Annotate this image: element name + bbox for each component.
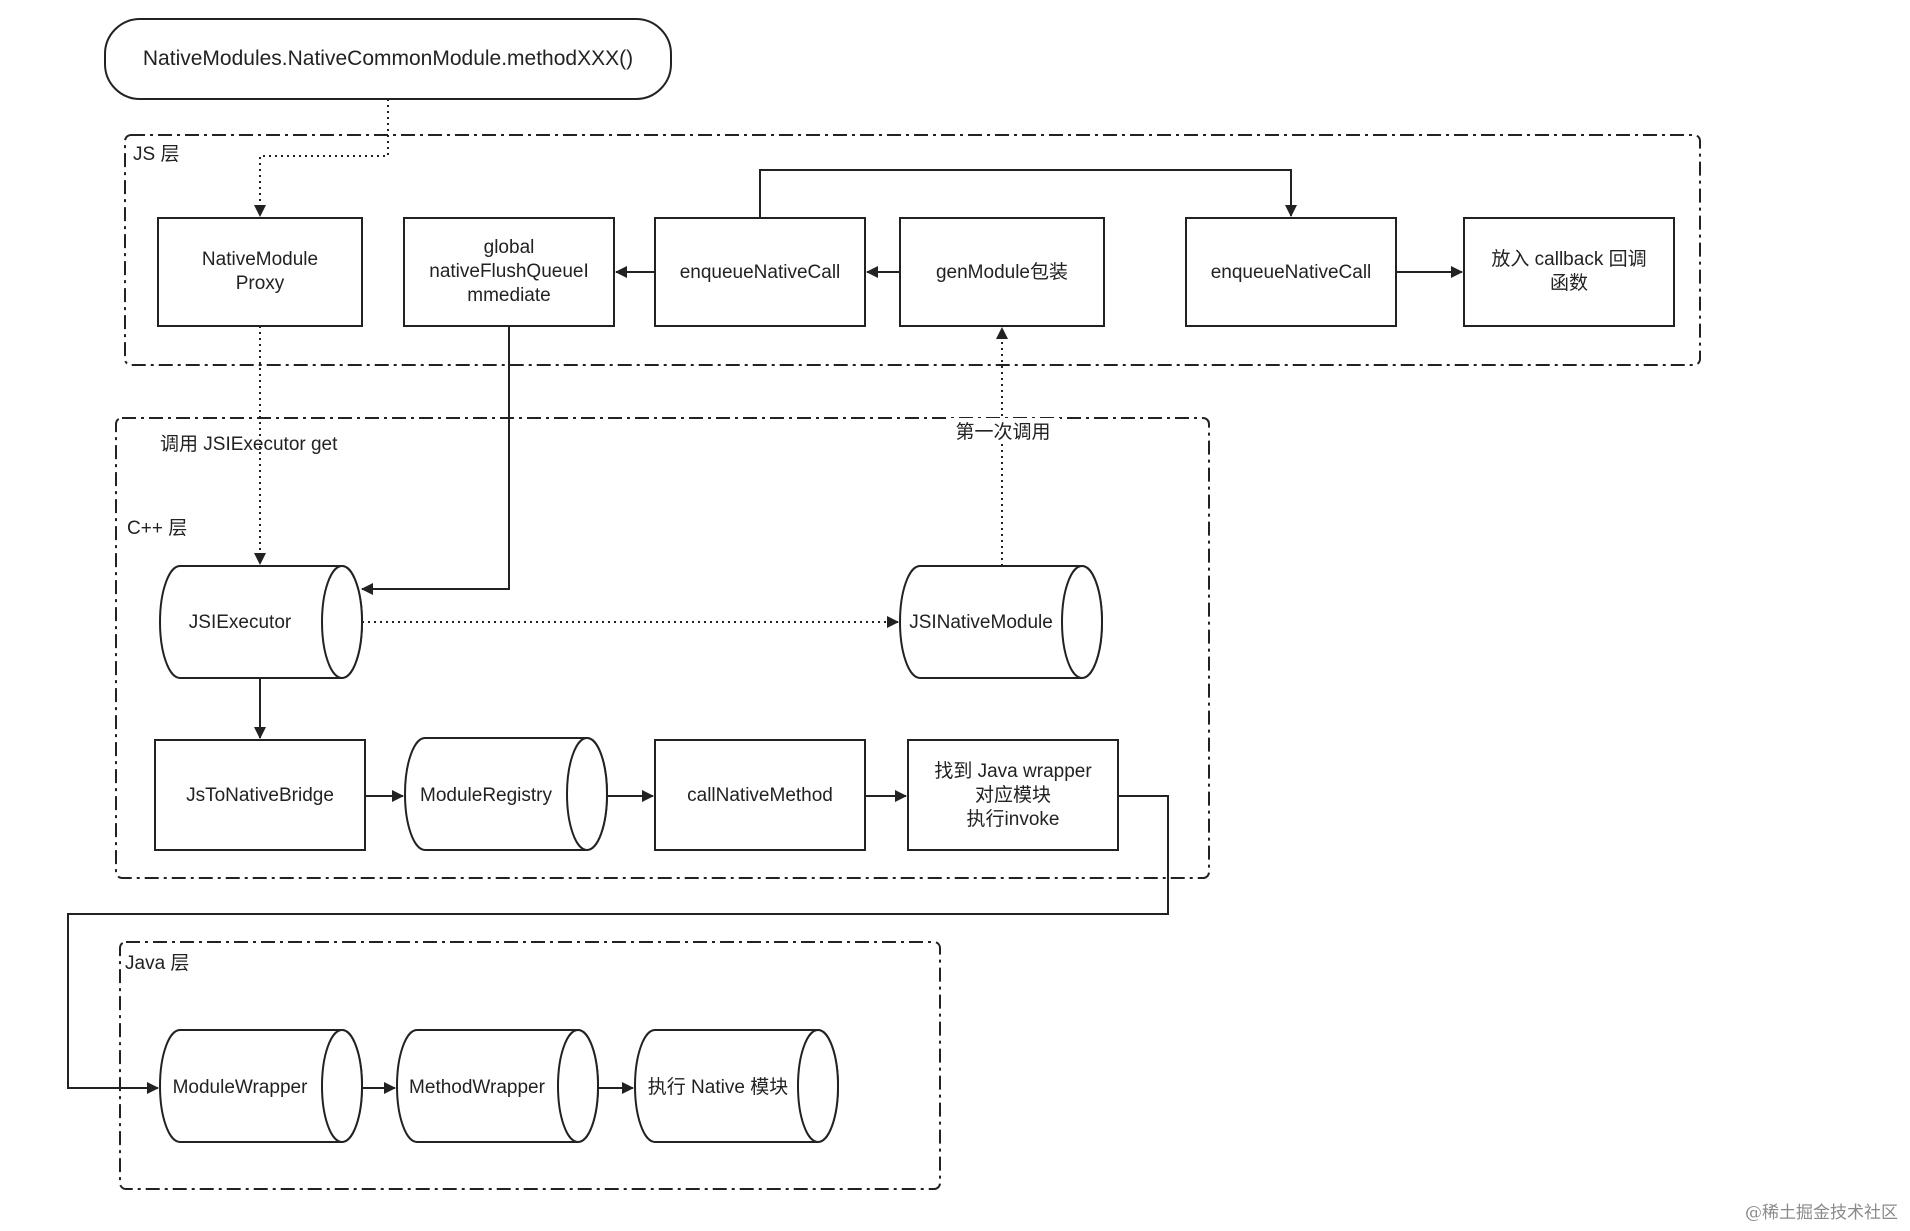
native-module-proxy-node: NativeModule Proxy: [157, 217, 363, 327]
enqueue-native-call-box-1: [654, 217, 866, 327]
call-native-method-label: callNativeMethod: [687, 785, 833, 806]
gen-module-label: genModule包装: [936, 261, 1068, 283]
java-layer-frame: [119, 941, 941, 1190]
global-flush-label-3: mmediate: [467, 285, 550, 306]
enqueue-native-call-box-2: [1185, 217, 1397, 327]
edge-find-java-wrapper-to-module-wrapper: [67, 795, 1169, 1094]
callback-label-1: 放入 callback 回调: [1491, 248, 1646, 270]
find-java-wrapper-node: 找到 Java wrapper 对应模块 执行invoke: [907, 739, 1119, 851]
js-layer-label: JS 层: [133, 144, 179, 165]
module-registry-label: ModuleRegistry: [420, 785, 552, 806]
jsi-native-module-label: JSINativeModule: [909, 612, 1053, 633]
module-registry-cap: [566, 737, 608, 851]
js-to-native-bridge-label: JsToNativeBridge: [186, 785, 334, 806]
cpp-layer-label: C++ 层: [127, 518, 187, 539]
watermark: @稀土掘金技术社区: [1745, 1203, 1898, 1223]
js-layer-frame: [124, 134, 1701, 366]
gen-module-node: genModule包装: [899, 217, 1105, 327]
edge-enqueue-to-enqueue-2: [759, 169, 1297, 218]
cpp-layer-caption: 调用 JSIExecutor get: [160, 433, 338, 455]
jsi-native-module-node: JSINativeModule: [899, 565, 1103, 679]
module-wrapper-cap: [321, 1029, 363, 1143]
callback-node: 放入 callback 回调 函数: [1463, 217, 1675, 327]
edges: [67, 99, 1463, 1094]
edge-start-to-proxy: [254, 99, 389, 217]
cpp-layer: 调用 JSIExecutor get C++ 层: [115, 417, 1210, 879]
method-wrapper-cap: [557, 1029, 599, 1143]
enqueue-native-call-node-1: enqueueNativeCall: [654, 217, 866, 327]
find-java-wrapper-label-1: 找到 Java wrapper: [934, 760, 1092, 782]
call-native-method-node: callNativeMethod: [654, 739, 866, 851]
js-layer: JS 层: [124, 134, 1701, 366]
edge-global-flush-to-jsi-executor: [361, 326, 510, 595]
js-to-native-bridge-node: JsToNativeBridge: [154, 739, 366, 851]
method-wrapper-label: MethodWrapper: [409, 1077, 546, 1098]
native-module-proxy-label-2: Proxy: [236, 273, 285, 294]
find-java-wrapper-label-3: 执行invoke: [967, 808, 1060, 830]
module-registry-node: ModuleRegistry: [404, 737, 608, 851]
find-java-wrapper-box: [907, 739, 1119, 851]
native-module-proxy-box: [157, 217, 363, 327]
method-wrapper-node: MethodWrapper: [396, 1029, 599, 1143]
global-flush-label-2: nativeFlushQueueI: [429, 261, 589, 282]
exec-native-label: 执行 Native 模块: [648, 1076, 788, 1098]
find-java-wrapper-label-2: 对应模块: [975, 784, 1051, 806]
jsi-executor-label: JSIExecutor: [189, 612, 292, 633]
start-node: NativeModules.NativeCommonModule.methodX…: [104, 18, 672, 100]
module-wrapper-node: ModuleWrapper: [159, 1029, 363, 1143]
java-layer: Java 层: [119, 941, 941, 1190]
exec-native-cap: [797, 1029, 839, 1143]
module-wrapper-label: ModuleWrapper: [173, 1077, 309, 1098]
start-node-label: NativeModules.NativeCommonModule.methodX…: [143, 47, 633, 70]
callback-box: [1463, 217, 1675, 327]
cpp-layer-frame: [115, 417, 1210, 879]
enqueue-native-call-label-2: enqueueNativeCall: [1211, 262, 1372, 283]
native-module-proxy-label-1: NativeModule: [202, 249, 318, 270]
jsi-executor-cap: [321, 565, 363, 679]
first-call-label-bg: [950, 418, 1060, 444]
jsi-native-module-cap: [1061, 565, 1103, 679]
js-to-native-bridge-box: [154, 739, 366, 851]
jsi-executor-node: JSIExecutor: [159, 565, 363, 679]
global-flush-node: global nativeFlushQueueI mmediate: [403, 217, 615, 327]
call-native-method-box: [654, 739, 866, 851]
global-flush-label-1: global: [484, 237, 535, 258]
enqueue-native-call-node-2: enqueueNativeCall: [1185, 217, 1397, 327]
first-call-label: 第一次调用: [955, 421, 1050, 443]
exec-native-node: 执行 Native 模块: [634, 1029, 839, 1143]
global-flush-box: [403, 217, 615, 327]
callback-label-2: 函数: [1550, 272, 1588, 294]
java-layer-label: Java 层: [125, 953, 189, 974]
enqueue-native-call-label-1: enqueueNativeCall: [680, 262, 841, 283]
